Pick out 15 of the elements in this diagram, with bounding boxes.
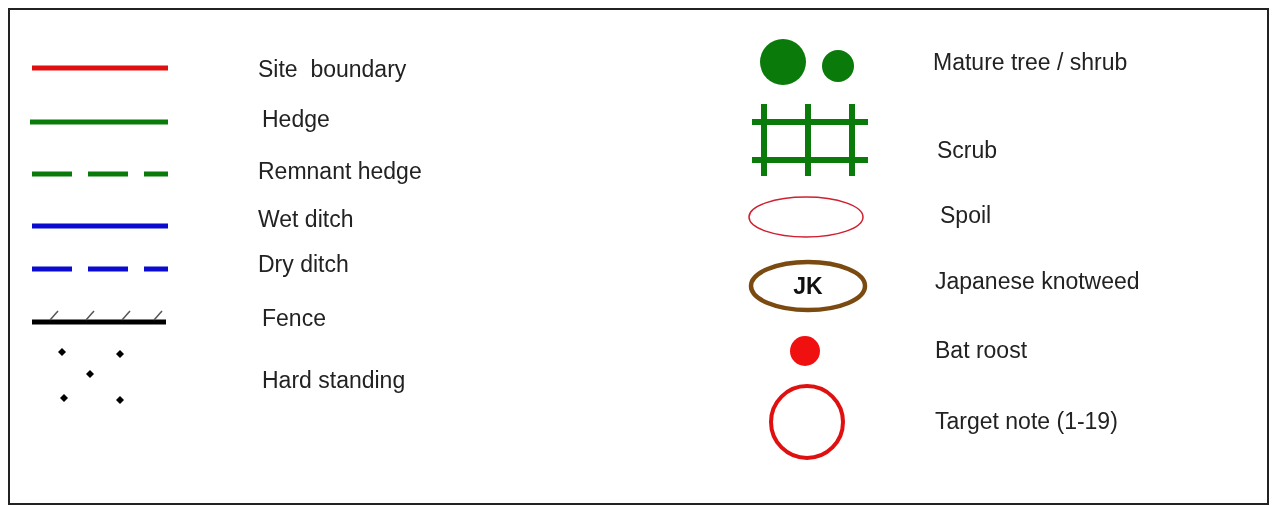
legend-label: Hedge	[262, 106, 330, 132]
legend-label: Japanese knotweed	[935, 268, 1140, 294]
legend-label: Hard standing	[262, 367, 406, 393]
legend-label: Site boundary	[258, 56, 407, 82]
legend-label: Remnant hedge	[258, 158, 422, 184]
legend-label: Wet ditch	[258, 206, 354, 232]
legend-label: Bat roost	[935, 337, 1028, 363]
legend-label: Mature tree / shrub	[933, 49, 1128, 75]
legend-label: Fence	[262, 305, 326, 331]
legend-label: Dry ditch	[258, 251, 349, 277]
knotweed-ellipse	[748, 259, 868, 313]
legend-label: Scrub	[937, 137, 998, 163]
legend-label: Target note (1-19)	[935, 408, 1118, 434]
abbreviation-text: JK	[793, 272, 823, 300]
legend-label: Spoil	[940, 202, 992, 228]
